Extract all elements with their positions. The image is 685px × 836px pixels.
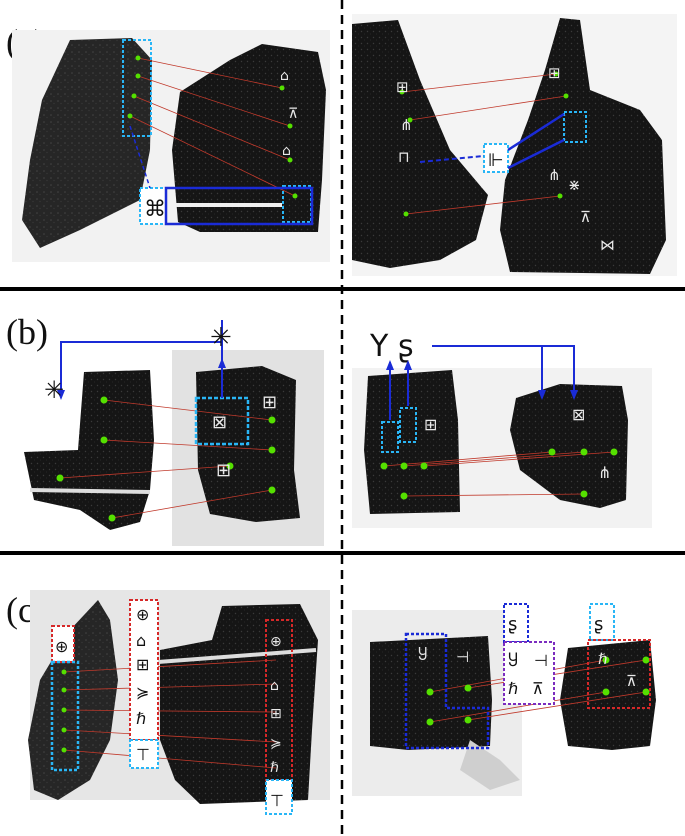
svg-text:⊕: ⊕ (136, 605, 149, 624)
panel-b-right: Y ʂ ⊞ ⊠ ⋔ (352, 329, 652, 528)
svg-text:⊞: ⊞ (424, 415, 437, 434)
svg-text:⊞: ⊞ (136, 655, 149, 674)
panel-a-right: ⊞ ⋔ ⊓ ⊞ ⋔ ⋇ ⊼ ⋈ ⊩ (352, 14, 677, 276)
svg-text:⊕: ⊕ (55, 637, 68, 656)
svg-text:⌘: ⌘ (144, 197, 166, 222)
svg-text:⊞: ⊞ (270, 706, 282, 722)
svg-text:≽: ≽ (136, 683, 149, 702)
svg-text:⌂: ⌂ (136, 631, 146, 650)
svg-text:⋇: ⋇ (568, 176, 581, 194)
svg-text:⋔: ⋔ (598, 463, 611, 482)
svg-text:≽: ≽ (270, 736, 282, 752)
svg-text:✳: ✳ (210, 323, 232, 353)
svg-text:Ⴘ: Ⴘ (508, 651, 518, 670)
svg-text:⊼: ⊼ (580, 208, 591, 226)
svg-text:ℏ: ℏ (508, 679, 518, 698)
svg-text:⊞: ⊞ (548, 64, 561, 82)
svg-text:ℏ: ℏ (598, 650, 608, 668)
svg-text:⊣: ⊣ (456, 648, 469, 666)
svg-text:⊓: ⊓ (398, 148, 410, 166)
svg-text:⊠: ⊠ (212, 412, 227, 433)
svg-text:⋔: ⋔ (548, 166, 561, 184)
fragment-a2 (172, 44, 326, 232)
panel-a-left: ⌘ ⌂ ⊼ ⌂ (12, 30, 330, 262)
svg-text:⌂: ⌂ (280, 68, 289, 84)
panel-c-left: ⊕ ⊕ ⌂ ⊞ ≽ ℏ ⊤ ⊤ ⊕ ⌂ ⊞ ≽ ℏ (28, 590, 330, 815)
panel-b-left: ⊠ ⊞ ⊞ ✳ ✳ (24, 320, 324, 546)
svg-text:ʂ: ʂ (398, 329, 414, 364)
svg-text:⌂: ⌂ (270, 678, 279, 694)
svg-text:⊼: ⊼ (626, 672, 637, 690)
svg-text:⊞: ⊞ (216, 460, 231, 481)
panel-label-b: (b) (6, 312, 48, 352)
svg-text:ℏ: ℏ (270, 760, 279, 776)
svg-text:⊣: ⊣ (534, 651, 548, 670)
svg-text:⊤: ⊤ (270, 791, 284, 810)
fragment-b4 (510, 384, 628, 508)
svg-text:⊩: ⊩ (488, 150, 504, 171)
svg-text:Ⴘ: Ⴘ (418, 646, 427, 664)
svg-text:⋈: ⋈ (600, 236, 615, 254)
svg-text:Y: Y (369, 329, 389, 364)
svg-text:⊼: ⊼ (532, 679, 544, 698)
svg-text:⊠: ⊠ (572, 405, 585, 424)
fragment-a3 (352, 20, 488, 268)
svg-text:⊕: ⊕ (270, 634, 282, 650)
svg-text:ʂ: ʂ (508, 614, 517, 635)
svg-text:⌂: ⌂ (282, 143, 291, 159)
svg-text:⊤: ⊤ (136, 745, 150, 764)
panel-c-right: ʂ Ⴘ ⊣ ℏ ⊼ ʂ Ⴘ ⊣ ℏ ⊼ (352, 603, 656, 796)
fragment-c4 (560, 640, 656, 750)
fragment-b3 (364, 370, 460, 514)
svg-text:ʂ: ʂ (594, 614, 603, 635)
fragment-a1 (22, 38, 152, 248)
svg-text:⊼: ⊼ (288, 106, 298, 122)
svg-text:ℏ: ℏ (136, 709, 146, 728)
fragment-c1 (28, 600, 118, 800)
svg-text:⊞: ⊞ (262, 392, 277, 413)
svg-text:⋔: ⋔ (400, 116, 413, 134)
fragment-a4 (500, 18, 666, 274)
svg-text:⊞: ⊞ (396, 78, 409, 96)
svg-text:✳: ✳ (44, 376, 64, 404)
